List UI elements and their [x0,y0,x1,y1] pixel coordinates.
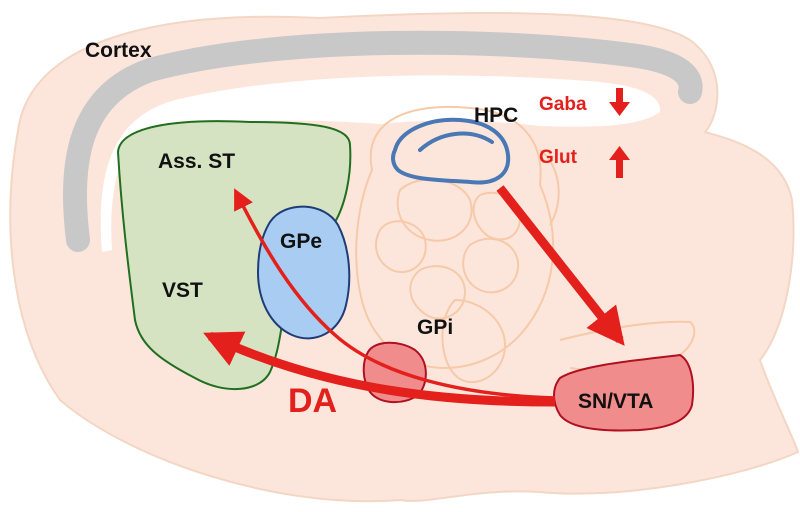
glut-up-arrow-icon [609,146,630,178]
gaba-label: Gaba [539,94,587,115]
gpe-label: GPe [280,230,322,253]
gaba-down-arrow-icon [609,88,630,116]
sn-vta-label: SN/VTA [578,390,653,413]
hpc-region [391,117,511,185]
ventricle [100,75,661,252]
cortex-label: Cortex [85,39,152,62]
glut-label: Glut [539,147,578,168]
nigrostriatal-dorsal-arrow [234,188,556,400]
hpc-inner-curve [418,131,494,152]
sn-vta-region [553,353,695,432]
hpc-to-snvta-arrow [496,185,625,346]
ass-st-label: Ass. ST [158,150,235,173]
da-label: DA [288,382,337,420]
gpi-label: GPi [417,316,453,339]
vst-label: VST [162,279,203,302]
mesolimbic-da-arrow [203,331,556,407]
hpc-label: HPC [474,104,518,127]
cortex-band [62,30,703,252]
gpe-region [256,205,351,340]
